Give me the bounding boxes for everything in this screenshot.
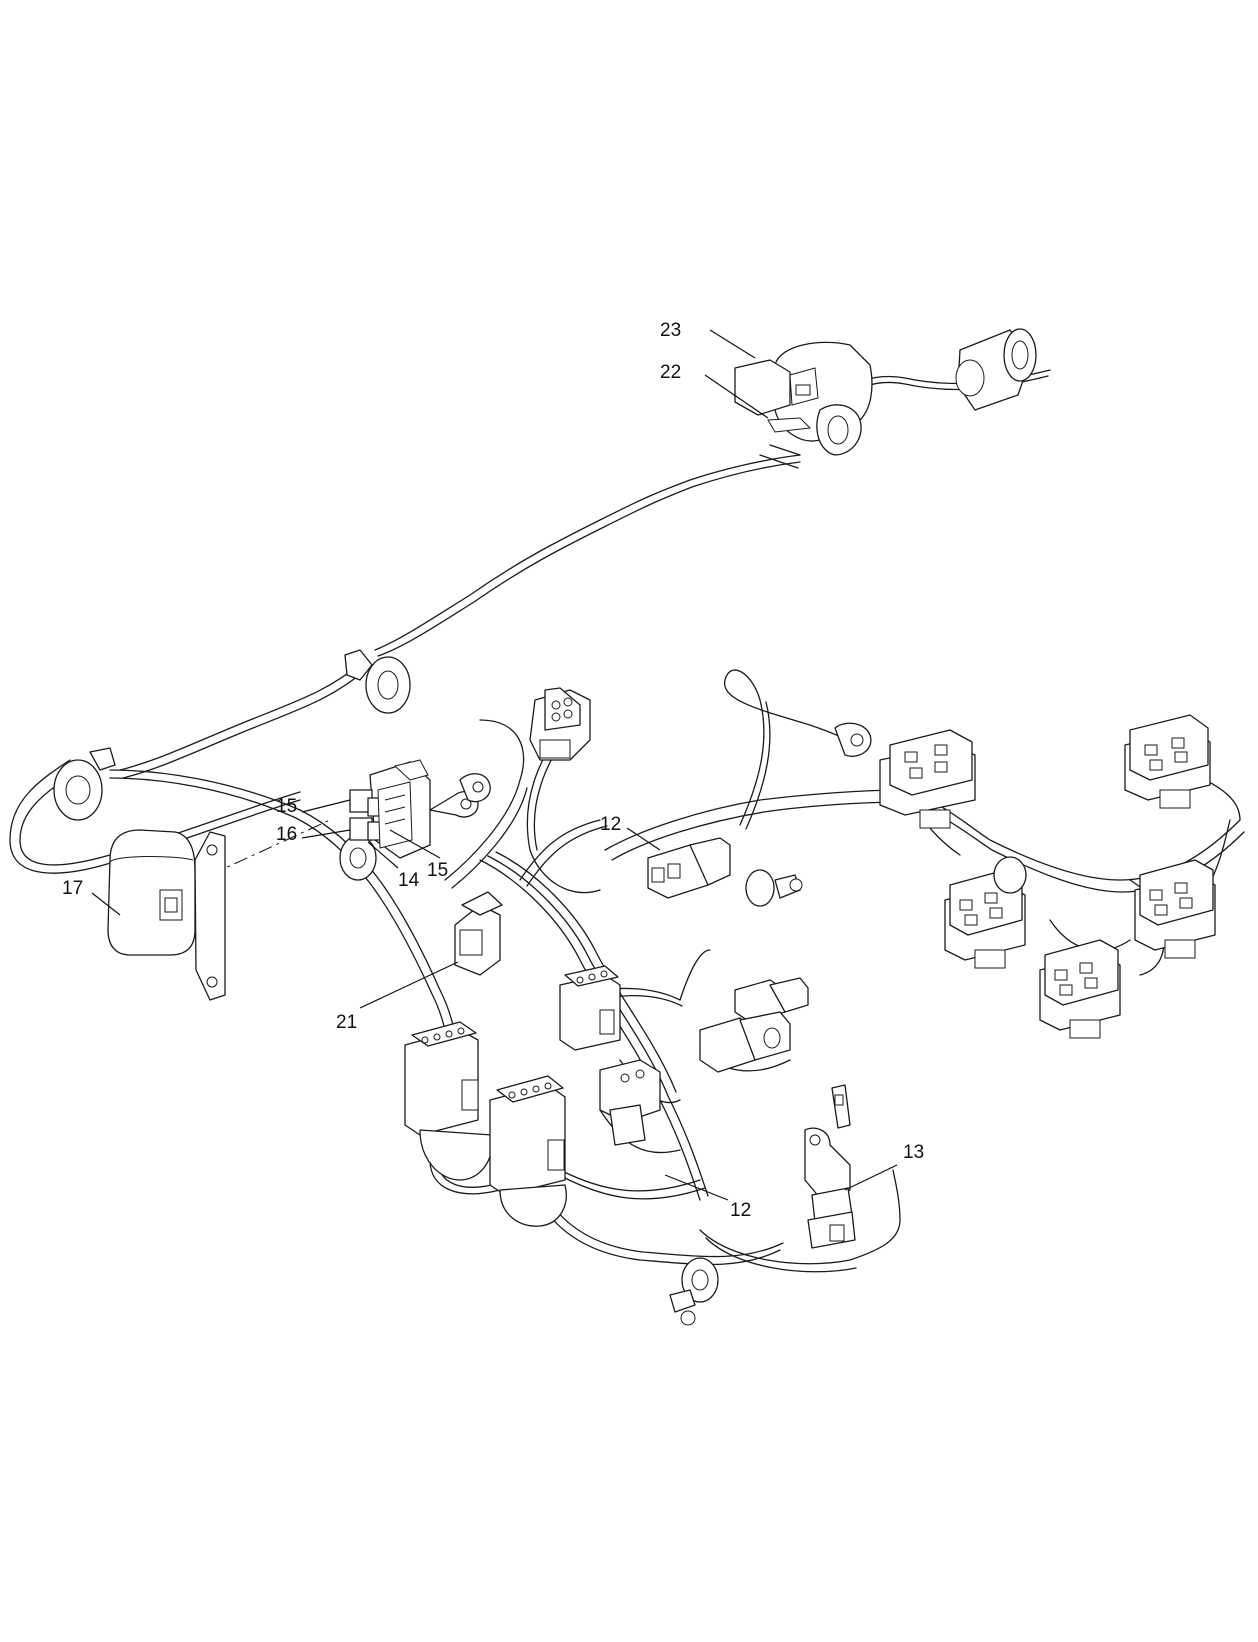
- callout-21: 21: [336, 1012, 357, 1033]
- callout-12-lower: 12: [730, 1200, 751, 1221]
- mounting-centerline: [209, 819, 331, 876]
- leader-line: [626, 827, 661, 851]
- twelve-way-connector: [404, 1021, 494, 1181]
- grommet: [745, 869, 803, 907]
- leader-line: [301, 799, 351, 813]
- grommet: [339, 826, 411, 881]
- leader-line: [709, 329, 756, 359]
- two-pin-connector: [734, 977, 809, 1023]
- relay-socket: [1039, 939, 1121, 1039]
- callout-22: 22: [660, 362, 681, 383]
- relay-connector-cluster: [349, 759, 479, 859]
- grommet: [53, 747, 116, 821]
- callout-14: 14: [398, 870, 420, 891]
- callout-16: 16: [276, 824, 297, 845]
- callout-17: 17: [62, 878, 83, 899]
- connector-cap-bracket: [107, 829, 226, 1001]
- relay-socket: [1124, 714, 1211, 809]
- callout-23: 23: [660, 320, 681, 341]
- callout-15-upper: 15: [276, 796, 297, 817]
- ring-terminal: [459, 773, 491, 803]
- callout-labels: 23 22 15 16 15 14 12 17 21 13 12: [62, 320, 924, 1221]
- fuse-holder-assembly: [734, 341, 873, 456]
- six-way-connector: [529, 687, 591, 761]
- round-connector: [955, 328, 1037, 411]
- leader-lines: [91, 329, 898, 1201]
- callout-15-lower: 15: [427, 860, 448, 881]
- leader-line: [367, 841, 399, 869]
- callout-13: 13: [903, 1142, 924, 1163]
- grommet: [669, 1257, 719, 1326]
- twelve-way-connector: [489, 1075, 567, 1227]
- harness-connector: [454, 891, 503, 976]
- leader-line: [389, 829, 441, 859]
- leader-line: [359, 961, 459, 1009]
- grommet: [344, 649, 411, 714]
- leader-line: [301, 829, 351, 839]
- harness-wires: [9, 369, 1245, 1273]
- relay-socket: [944, 856, 1027, 969]
- leader-line: [844, 1164, 898, 1191]
- relay-socket: [879, 729, 976, 829]
- two-pin-connector: [699, 1011, 791, 1073]
- relay-socket: [1134, 859, 1216, 959]
- ring-terminal: [834, 722, 872, 757]
- leader-line: [664, 1174, 729, 1201]
- leader-line: [704, 374, 769, 419]
- two-pin-connector: [647, 837, 731, 899]
- sensor-connector: [804, 1084, 856, 1249]
- leader-line: [91, 892, 121, 916]
- callout-12-upper: 12: [600, 814, 621, 835]
- six-way-connector: [559, 965, 621, 1051]
- sensor-connector: [599, 1059, 661, 1146]
